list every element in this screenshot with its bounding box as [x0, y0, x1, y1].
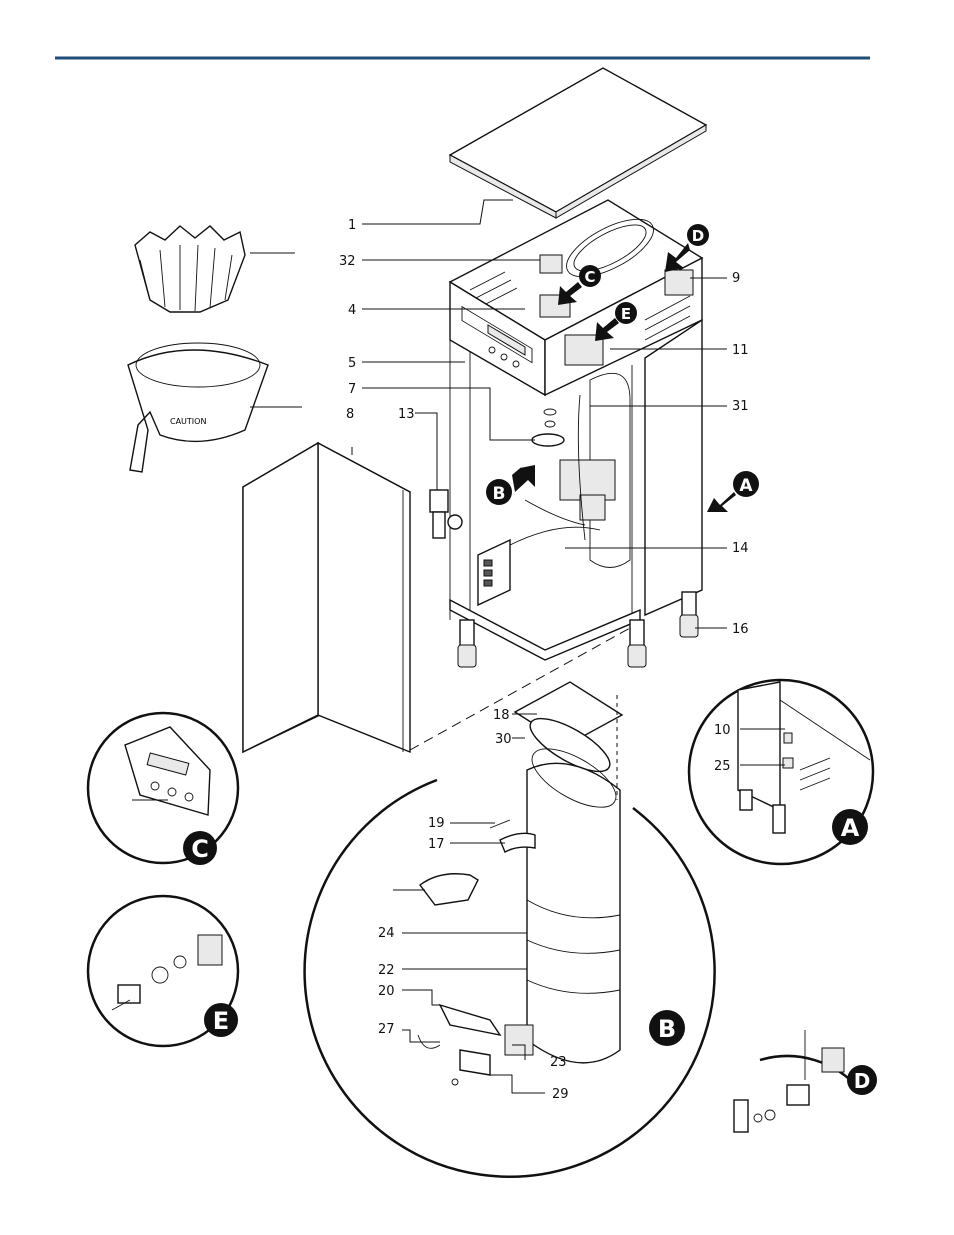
callout-32: 32 — [339, 254, 356, 269]
callout-29: 29 — [552, 1087, 569, 1102]
detail-badge-d: D — [847, 1065, 877, 1095]
svg-text:D: D — [854, 1069, 871, 1093]
callout-17: 17 — [428, 837, 445, 852]
svg-text:C: C — [584, 268, 595, 286]
callout-7: 7 — [348, 382, 356, 397]
svg-text:B: B — [658, 1015, 676, 1043]
svg-text:D: D — [692, 227, 704, 245]
arrow-badge-b: B — [486, 463, 535, 505]
faucet — [430, 490, 462, 538]
detail-badge-c: C — [183, 831, 217, 865]
callout-20: 20 — [378, 984, 395, 999]
callout-10: 10 — [714, 723, 731, 738]
svg-text:B: B — [493, 484, 506, 504]
sprayhead — [532, 434, 564, 446]
svg-text:A: A — [739, 476, 753, 496]
callout-9: 9 — [732, 271, 740, 286]
basket-caution-label: CAUTION — [170, 417, 206, 426]
callout-23: 23 — [550, 1055, 567, 1070]
callout-1: 1 — [348, 218, 356, 233]
callout-19: 19 — [428, 816, 445, 831]
control-panel-detail — [125, 727, 210, 815]
callout-14: 14 — [732, 541, 749, 556]
brew-basket: CAUTION — [128, 343, 268, 472]
callout-24: 24 — [378, 926, 395, 941]
callout-11: 11 — [732, 343, 749, 358]
svg-text:A: A — [841, 814, 860, 842]
callout-22: 22 — [378, 963, 395, 978]
valve-e-detail — [112, 935, 222, 1010]
callout-30: 30 — [495, 732, 512, 747]
callout-13: 13 — [398, 407, 415, 422]
detail-circle-d — [734, 1030, 860, 1132]
paper-filter — [135, 226, 245, 312]
svg-text:E: E — [213, 1007, 229, 1035]
detail-badge-b: B — [649, 1010, 685, 1046]
detail-badge-e: E — [204, 1003, 238, 1037]
arrow-badge-a: A — [707, 471, 759, 512]
callout-4: 4 — [348, 303, 356, 318]
callout-8: 8 — [346, 407, 354, 422]
svg-text:E: E — [621, 305, 631, 323]
top-lid — [450, 68, 706, 212]
callout-31: 31 — [732, 399, 749, 414]
callout-25: 25 — [714, 759, 731, 774]
callout-16: 16 — [732, 622, 749, 637]
callout-18: 18 — [493, 708, 510, 723]
brewer-cabinet — [430, 68, 706, 667]
callout-27: 27 — [378, 1022, 395, 1037]
svg-text:C: C — [191, 835, 209, 863]
tank-assembly — [418, 682, 625, 1085]
detail-badge-a: A — [832, 809, 868, 845]
callout-5: 5 — [348, 356, 356, 371]
